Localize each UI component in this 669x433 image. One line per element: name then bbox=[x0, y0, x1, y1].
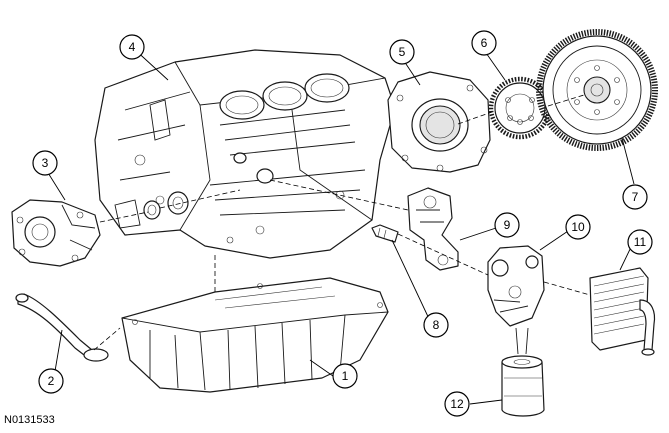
callout-2-label: 2 bbox=[48, 374, 55, 388]
callout-9: 9 bbox=[494, 212, 520, 238]
callout-11: 11 bbox=[627, 229, 653, 255]
callout-12-label: 12 bbox=[450, 397, 464, 411]
callout-6-label: 6 bbox=[481, 36, 488, 50]
callout-4-label: 4 bbox=[129, 40, 136, 54]
callout-6: 6 bbox=[471, 30, 497, 56]
engine-block bbox=[94, 49, 396, 259]
callout-7-label: 7 bbox=[632, 190, 639, 204]
callout-2: 2 bbox=[38, 368, 64, 394]
alignment-lines bbox=[93, 94, 591, 351]
oil-filter bbox=[501, 327, 545, 417]
oil-pickup-tube bbox=[15, 293, 109, 362]
callout-10: 10 bbox=[565, 214, 591, 240]
flexplate bbox=[536, 29, 658, 151]
oil-cooler bbox=[589, 267, 656, 356]
callout-7: 7 bbox=[622, 184, 648, 210]
callout-4: 4 bbox=[119, 34, 145, 60]
rear-seal-retainer bbox=[387, 71, 491, 173]
callout-10-label: 10 bbox=[571, 220, 585, 234]
callout-9-label: 9 bbox=[504, 218, 511, 232]
callout-5: 5 bbox=[389, 39, 415, 65]
callout-1: 1 bbox=[332, 363, 358, 389]
oil-pump bbox=[11, 199, 101, 267]
oil-filter-adapter bbox=[407, 187, 459, 271]
callout-5-label: 5 bbox=[399, 45, 406, 59]
oil-pressure-sensor bbox=[371, 224, 399, 243]
callout-11-label: 11 bbox=[634, 235, 647, 249]
callout-8-label: 8 bbox=[433, 318, 440, 332]
oil-pan bbox=[121, 277, 389, 393]
crankshaft-seal bbox=[143, 200, 161, 220]
callout-12: 12 bbox=[444, 391, 470, 417]
figure-reference-code: N0131533 bbox=[4, 414, 55, 426]
callout-1-label: 1 bbox=[342, 369, 349, 383]
callout-8: 8 bbox=[423, 312, 449, 338]
callout-3: 3 bbox=[32, 150, 58, 176]
callout-3-label: 3 bbox=[42, 156, 49, 170]
oil-cooler-housing bbox=[487, 245, 545, 327]
sensor-ring bbox=[488, 76, 552, 140]
